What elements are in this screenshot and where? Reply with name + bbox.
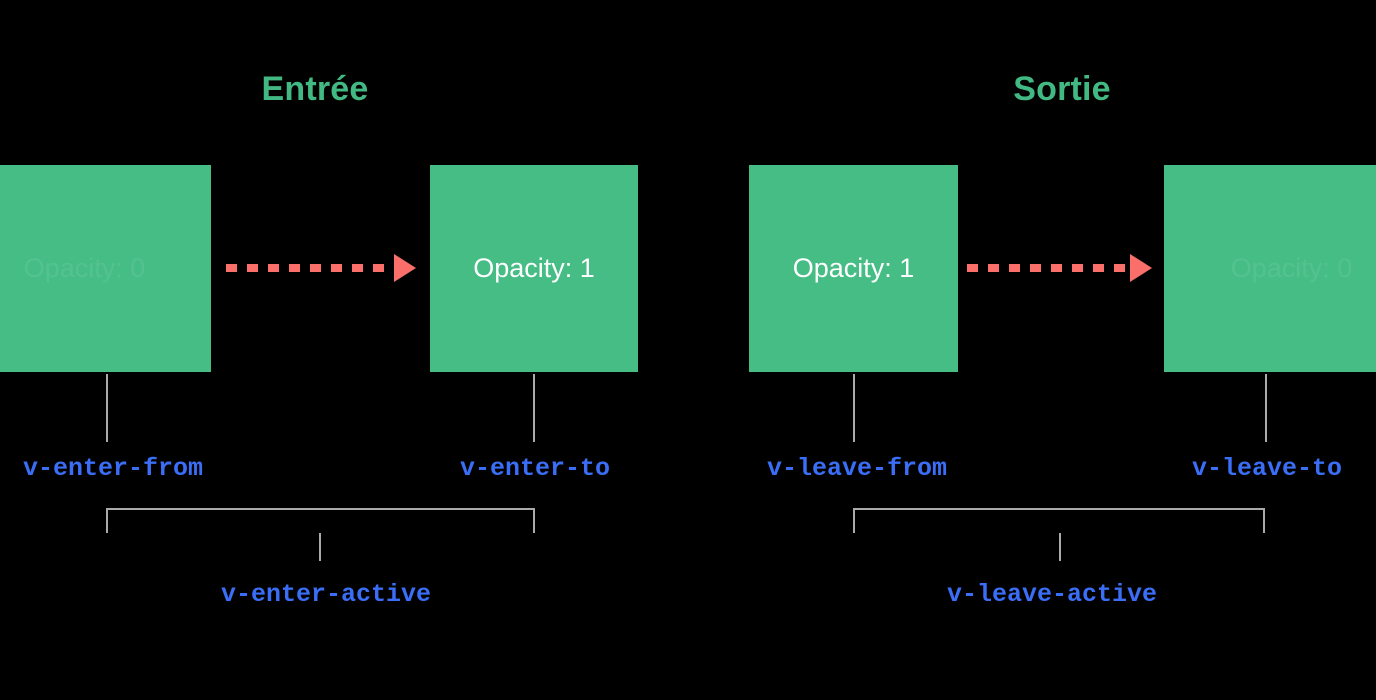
label-v-leave-from: v-leave-from (766, 454, 948, 483)
leave-to-opacity-label: Opacity: 0 (1230, 253, 1353, 283)
leave-to-connector-line (1265, 374, 1267, 442)
leave-from-box: Opacity: 1 (749, 165, 958, 372)
leave-arrow-head-icon (1130, 254, 1152, 282)
enter-active-bracket (106, 508, 535, 533)
leave-active-bracket-stem (1059, 533, 1061, 561)
label-v-leave-to: v-leave-to (1191, 454, 1343, 483)
label-v-enter-from: v-enter-from (22, 454, 204, 483)
leave-arrow-dashed-line (967, 264, 1129, 272)
enter-active-bracket-stem (319, 533, 321, 561)
enter-to-opacity-label: Opacity: 1 (473, 253, 595, 283)
enter-from-connector-line (106, 374, 108, 442)
enter-arrow-dashed-line (226, 264, 393, 272)
label-v-enter-active: v-enter-active (220, 580, 432, 609)
enter-transition-arrow (226, 254, 416, 282)
leave-to-box: Opacity: 0 (1164, 165, 1376, 372)
label-v-enter-to: v-enter-to (459, 454, 611, 483)
leave-transition-arrow (967, 254, 1152, 282)
label-v-leave-active: v-leave-active (946, 580, 1158, 609)
enter-section-title: Entrée (261, 70, 369, 108)
enter-from-box: Opacity: 0 (0, 165, 211, 372)
leave-section-title: Sortie (1013, 70, 1111, 108)
leave-from-opacity-label: Opacity: 1 (792, 253, 915, 283)
leave-from-connector-line (853, 374, 855, 442)
enter-from-opacity-label: Opacity: 0 (23, 253, 146, 283)
enter-to-connector-line (533, 374, 535, 442)
enter-to-box: Opacity: 1 (430, 165, 638, 372)
leave-active-bracket (853, 508, 1265, 533)
enter-arrow-head-icon (394, 254, 416, 282)
